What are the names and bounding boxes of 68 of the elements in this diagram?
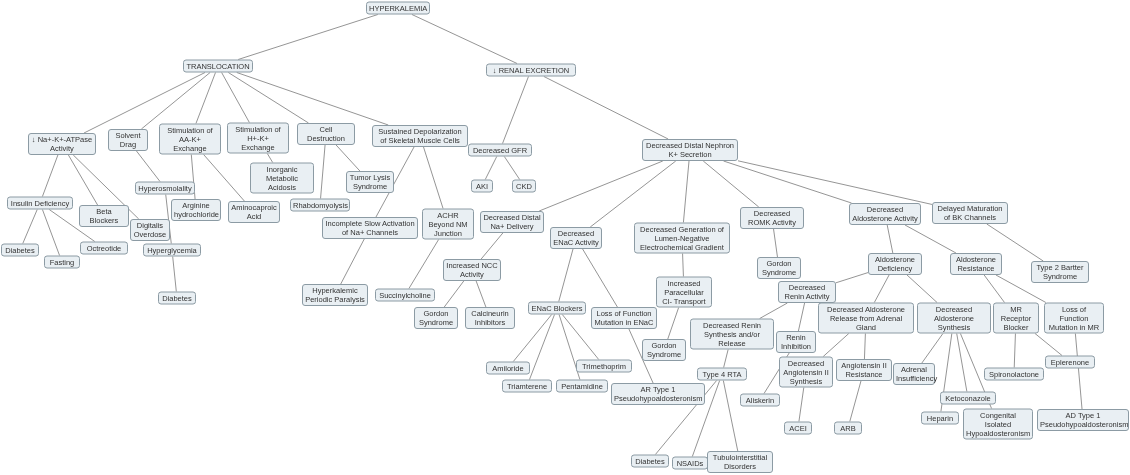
connector-line — [956, 333, 968, 392]
connector-line — [691, 380, 721, 457]
connector-line — [1034, 333, 1063, 356]
connector-line — [68, 154, 98, 206]
connector-line — [543, 76, 669, 140]
connector-line — [141, 72, 211, 130]
connector-line — [227, 72, 309, 124]
connector-line — [340, 238, 365, 285]
connector-line — [72, 154, 140, 220]
connector-line — [375, 146, 415, 218]
connector-line — [320, 144, 326, 199]
connector-line — [443, 280, 465, 308]
connector-line — [667, 307, 680, 340]
connector-line — [512, 314, 553, 362]
connector-line — [582, 248, 618, 308]
connector-line — [1013, 333, 1016, 368]
connector-line — [589, 160, 677, 228]
connector-line — [561, 314, 600, 360]
connector-line — [921, 333, 944, 364]
connector-line — [873, 274, 890, 303]
connector-line — [503, 156, 521, 180]
connector-line — [822, 333, 850, 357]
connector-line — [723, 160, 852, 204]
connector-line — [798, 387, 805, 422]
connector-line — [48, 209, 96, 242]
connector-line — [759, 302, 788, 319]
connector-line — [682, 253, 684, 277]
connector-line — [558, 314, 581, 380]
connector-line — [266, 153, 274, 163]
connector-line — [408, 239, 439, 289]
connector-line — [22, 209, 38, 244]
connector-line — [722, 380, 739, 452]
connector-line — [628, 328, 654, 384]
connector-line — [502, 76, 529, 144]
connector-line — [683, 160, 690, 223]
connector-line — [655, 380, 717, 455]
connector-line — [411, 14, 518, 64]
connector-line — [172, 256, 177, 292]
connector-line — [737, 160, 933, 205]
connector-line — [849, 380, 862, 422]
connector-line — [558, 248, 574, 302]
connector-line — [864, 333, 866, 360]
connector-line — [480, 232, 504, 260]
connector-line — [538, 160, 664, 212]
connector-line — [529, 314, 555, 380]
connector-line — [484, 156, 498, 180]
connector-line — [83, 72, 206, 134]
connector-line — [42, 154, 59, 197]
connector-line — [886, 224, 894, 254]
connector-line — [136, 150, 161, 182]
connector-line — [237, 14, 379, 60]
connector-line — [42, 209, 60, 256]
connector-line — [702, 160, 760, 208]
connector-line — [835, 272, 869, 284]
connector-line — [195, 72, 216, 124]
connector-line — [423, 146, 444, 209]
connector-line — [475, 280, 487, 308]
connector-line — [221, 72, 250, 123]
connector-line — [723, 349, 729, 368]
connector-line — [906, 274, 938, 303]
connector-line — [773, 228, 778, 258]
connector-line — [904, 224, 957, 254]
connector-line — [983, 274, 1005, 303]
connector-line — [335, 144, 361, 172]
connector-line — [798, 302, 805, 332]
connector-line — [960, 333, 992, 409]
connector-line — [236, 72, 389, 126]
connector-line — [986, 223, 1044, 262]
